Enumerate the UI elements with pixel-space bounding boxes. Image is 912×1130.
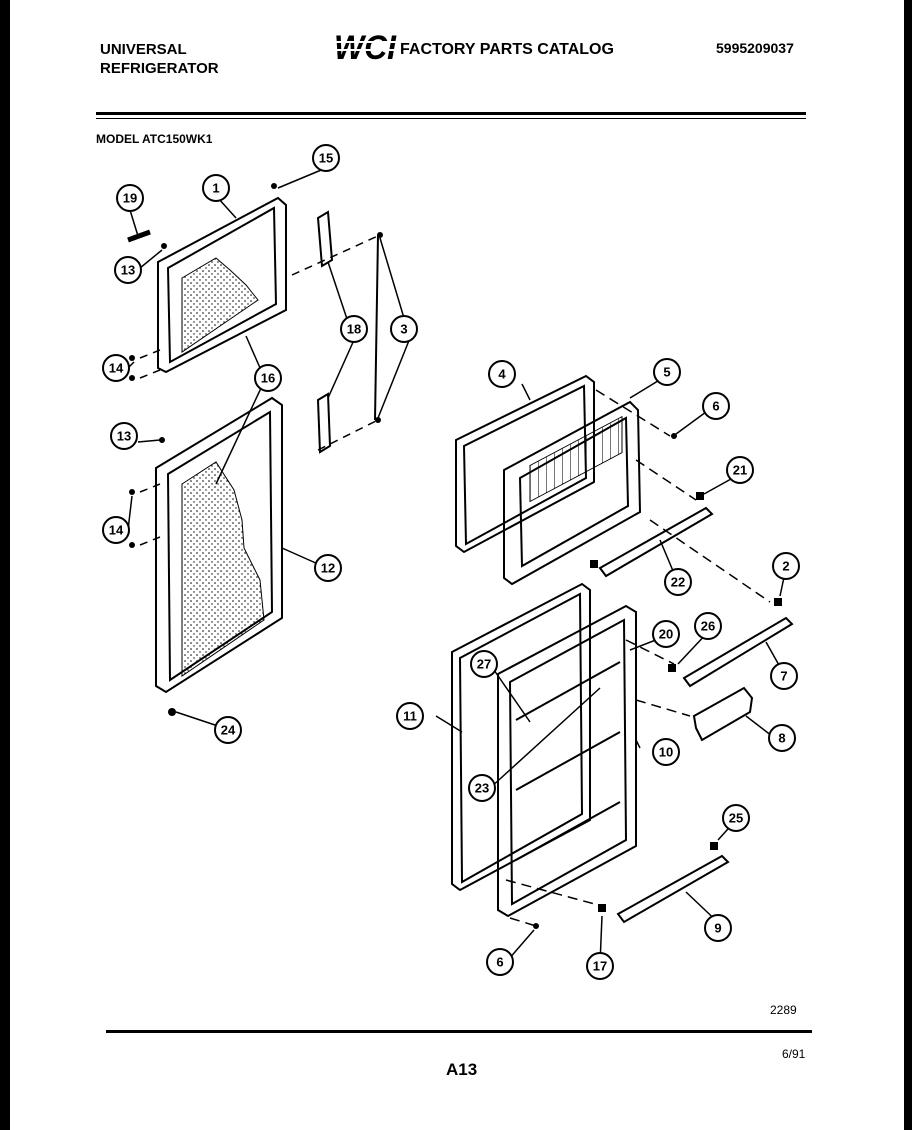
logo-text: WCI (334, 30, 397, 64)
fresh-food-door-outer (155, 396, 283, 694)
svg-text:20: 20 (659, 627, 673, 642)
svg-text:13: 13 (117, 429, 131, 444)
svg-text:27: 27 (477, 657, 491, 672)
callout-17: 17 (586, 952, 614, 980)
callout-10: 10 (652, 738, 680, 766)
page-code: A13 (446, 1060, 478, 1079)
callout-5: 5 (653, 358, 681, 386)
brand-line-2: REFRIGERATOR (100, 60, 219, 77)
freezer-handle-19 (127, 229, 151, 243)
callout-14-lower: 14 (102, 516, 130, 544)
svg-text:11: 11 (403, 709, 417, 724)
svg-text:18: 18 (347, 322, 361, 337)
brand-line-1: UNIVERSAL (100, 41, 187, 58)
callout-6-lower: 6 (486, 948, 514, 976)
fresh-food-door-insulation (181, 461, 265, 677)
svg-text:6: 6 (712, 399, 719, 414)
svg-text:9: 9 (714, 921, 721, 936)
callout-25: 25 (722, 804, 750, 832)
callout-16: 16 (254, 364, 282, 392)
callout-7: 7 (770, 662, 798, 690)
svg-text:25: 25 (729, 811, 743, 826)
callout-26: 26 (694, 612, 722, 640)
hinge-bracket-lower (316, 392, 332, 454)
callout-1: 1 (202, 174, 230, 202)
freezer-door-outer (157, 196, 287, 374)
callout-4: 4 (488, 360, 516, 388)
door-shelf-9 (616, 854, 730, 924)
svg-text:8: 8 (778, 731, 785, 746)
svg-text:23: 23 (475, 781, 489, 796)
svg-text:16: 16 (261, 371, 275, 386)
callout-13-lower: 13 (110, 422, 138, 450)
svg-text:6: 6 (496, 955, 503, 970)
model-label: MODEL ATC150WK1 (96, 132, 213, 146)
svg-text:26: 26 (701, 619, 715, 634)
date-code: 6/91 (782, 1047, 806, 1061)
footer-divider (106, 1030, 812, 1033)
svg-text:14: 14 (109, 361, 124, 376)
svg-text:13: 13 (121, 263, 135, 278)
svg-text:1: 1 (212, 181, 219, 196)
svg-text:5: 5 (663, 365, 670, 380)
callout-8: 8 (768, 724, 796, 752)
callout-13-upper: 13 (114, 256, 142, 284)
svg-text:12: 12 (321, 561, 335, 576)
hinge-pin (374, 234, 379, 421)
freezer-shelf-22 (598, 506, 714, 578)
svg-text:7: 7 (780, 669, 787, 684)
callout-24: 24 (214, 716, 242, 744)
header-divider-thin (96, 118, 806, 119)
handle-8 (692, 686, 754, 742)
callout-18: 18 (340, 315, 368, 343)
callout-22: 22 (664, 568, 692, 596)
callout-3: 3 (390, 315, 418, 343)
freezer-inner-liner (503, 400, 642, 586)
freezer-gasket (455, 374, 595, 554)
callout-27: 27 (470, 650, 498, 678)
wci-logo: WCI (332, 30, 398, 64)
svg-text:3: 3 (400, 322, 407, 337)
svg-text:15: 15 (319, 151, 333, 166)
svg-text:14: 14 (109, 523, 124, 538)
parts-catalog-page: UNIVERSAL REFRIGERATOR WCI FACTORY PARTS… (10, 0, 904, 1130)
callout-14-upper: 14 (102, 354, 130, 382)
svg-text:19: 19 (123, 191, 137, 206)
callout-6-upper: 6 (702, 392, 730, 420)
svg-text:17: 17 (593, 959, 607, 974)
fresh-food-gasket (451, 582, 591, 892)
svg-text:2: 2 (782, 559, 789, 574)
header-divider (96, 112, 806, 115)
svg-text:21: 21 (733, 463, 747, 478)
hinge-bracket-upper (316, 210, 334, 268)
catalog-title: FACTORY PARTS CATALOG (400, 41, 614, 58)
part-number: 5995209037 (716, 40, 794, 56)
exploded-parts-diagram: 1 2 3 4 5 6 6 7 8 9 10 11 12 13 13 14 14… (102, 144, 800, 980)
svg-text:10: 10 (659, 745, 673, 760)
diagram-code: 2289 (770, 1003, 797, 1017)
svg-text:22: 22 (671, 575, 685, 590)
callout-12: 12 (314, 554, 342, 582)
fresh-food-inner-liner (497, 604, 637, 918)
callout-11: 11 (396, 702, 424, 730)
door-shelf-7 (682, 616, 794, 688)
brand-label: UNIVERSAL REFRIGERATOR (100, 40, 219, 78)
svg-text:24: 24 (221, 723, 236, 738)
callout-15: 15 (312, 144, 340, 172)
callout-20: 20 (652, 620, 680, 648)
callout-21: 21 (726, 456, 754, 484)
freezer-door-insulation (181, 257, 259, 353)
callout-19: 19 (116, 184, 144, 212)
callout-9: 9 (704, 914, 732, 942)
callout-23: 23 (468, 774, 496, 802)
callout-2: 2 (772, 552, 800, 580)
svg-text:4: 4 (498, 367, 506, 382)
